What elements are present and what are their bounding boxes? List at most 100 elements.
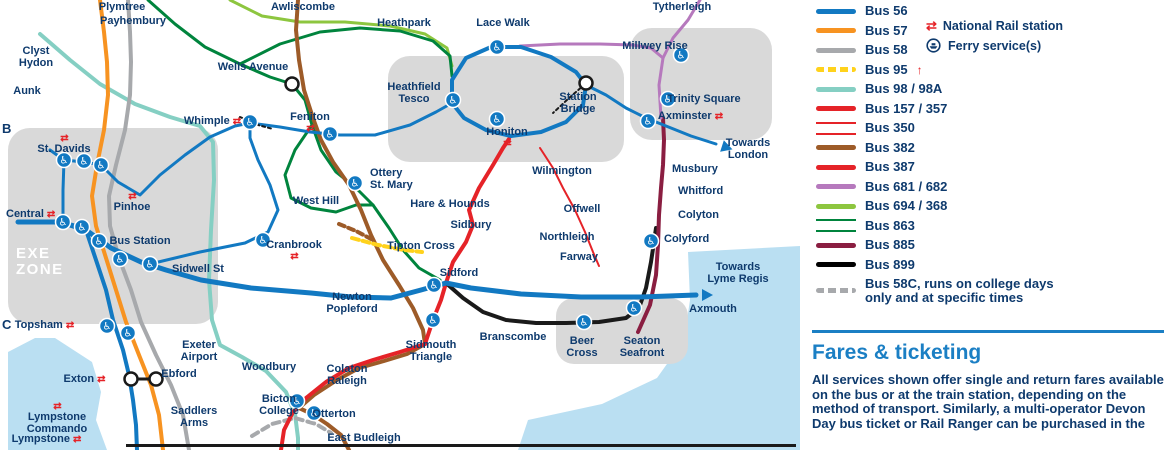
route-colour-swatch: [816, 184, 856, 189]
accessible-stop-icon: ♿: [90, 232, 108, 250]
svg-text:♿: ♿: [580, 318, 589, 329]
route-exeter-stdavids: [48, 148, 103, 167]
route-colour-swatch: [816, 28, 856, 33]
route-56-exmouth: [84, 228, 139, 450]
accessible-stop-icon: ♿: [642, 232, 660, 250]
route-863-main: [146, 0, 442, 282]
svg-text:♿: ♿: [493, 115, 502, 126]
svg-text:♿: ♿: [429, 316, 438, 327]
zone-exeter: [8, 128, 218, 324]
accessible-stop-icon: ♿: [98, 317, 116, 335]
map-key-panel: Bus 56 Bus 57 Bus 58 Bus 95 ↑ Bus 98 / 98A Bus…: [808, 0, 1170, 450]
national-rail-icon: ⇄: [926, 18, 937, 33]
route-58c: [250, 416, 333, 438]
accessible-stop-icon: ♿: [488, 38, 506, 56]
legend-item: Bus 382: [816, 139, 1054, 155]
fares-body: All services shown offer single and retu…: [812, 372, 1164, 431]
svg-text:♿: ♿: [644, 117, 653, 128]
legend-item: Bus 387: [816, 160, 1054, 174]
legend-label: Bus 382: [865, 139, 915, 155]
accessible-stop-icon: ♿: [575, 313, 593, 331]
accessible-stop-icon: ♿: [672, 46, 690, 64]
accessible-stop-icon: ♿: [119, 324, 137, 342]
legend-item: Bus 58: [816, 43, 1054, 57]
accessible-stop-icon: ♿: [92, 156, 110, 174]
legend-label: Bus 885: [865, 237, 915, 253]
zone-seaton: [556, 298, 688, 364]
legend-label: Bus 681 / 682: [865, 178, 948, 194]
water-lyme-bay: [518, 246, 800, 450]
legend-label: Bus 157 / 357: [865, 100, 948, 116]
ferry-label: Ferry service(s): [948, 38, 1042, 53]
route-colour-swatch: [816, 8, 856, 14]
accessible-stop-icon: ♿: [288, 392, 306, 410]
route-colour-swatch: [816, 106, 856, 111]
svg-text:♿: ♿: [246, 118, 255, 129]
route-colour-swatch: [816, 164, 856, 170]
svg-text:♿: ♿: [647, 237, 656, 248]
accessible-stop-icon: ♿: [659, 90, 677, 108]
svg-text:♿: ♿: [146, 260, 155, 271]
accessible-stop-icon: ♿: [444, 91, 462, 109]
accessible-stop-icon: ♿: [625, 299, 643, 317]
legend-item: Bus 694 / 368: [816, 199, 1054, 213]
legend-item: Bus 885: [816, 238, 1054, 252]
towards-arrow-icon: [720, 140, 733, 152]
interchange-icon: [148, 371, 164, 387]
svg-text:♿: ♿: [80, 157, 89, 168]
route-694-368: [228, 0, 454, 68]
svg-text:♿: ♿: [78, 223, 87, 234]
exe-zone-label: EXE ZONE: [16, 245, 64, 278]
route-56-main: [15, 219, 699, 301]
legend-item: Bus 95 ↑: [816, 61, 1054, 77]
route-387: [539, 147, 600, 267]
legend-label: Bus 58: [865, 42, 908, 58]
route-157-north: [423, 137, 511, 346]
route-colour-swatch: [816, 145, 856, 150]
grid-row-label-b: B: [2, 121, 12, 136]
route-681-vertical: [657, 0, 702, 120]
route-58: [107, 0, 191, 450]
legend-label: Bus 899: [865, 256, 915, 272]
route-colour-swatch: [816, 47, 856, 53]
legend-item: Bus 863: [816, 218, 1054, 233]
svg-text:♿: ♿: [97, 161, 106, 172]
legend-ferry-row: Ferry service(s): [926, 38, 1063, 53]
route-863-loop: [283, 123, 375, 214]
route-157-west: [279, 342, 427, 450]
national-rail-label: National Rail station: [942, 19, 1064, 33]
accessible-stop-icon: ♿: [254, 231, 272, 249]
legend-item: Bus 56: [816, 4, 1054, 18]
interchange-icon: [578, 75, 594, 91]
route-95: [350, 236, 424, 254]
legend-item: Bus 157 / 357: [816, 100, 1054, 116]
svg-text:♿: ♿: [310, 409, 319, 420]
svg-text:♿: ♿: [326, 130, 335, 141]
route-colour-swatch: [816, 242, 856, 248]
route-899: [444, 226, 658, 325]
legend-arrow-icon: ↑: [916, 62, 923, 77]
route-colour-swatch: [816, 203, 856, 209]
svg-text:♿: ♿: [259, 236, 268, 247]
interchange-icon: [123, 371, 139, 387]
water-exe-estuary: [8, 338, 107, 450]
accessible-stop-icon: ♿: [111, 250, 129, 268]
interchange-icon: [284, 76, 300, 92]
accessible-stop-icon: ♿: [55, 151, 73, 169]
legend-label: Bus 98 / 98A: [865, 81, 943, 97]
route-56-cranbrook: [148, 123, 280, 266]
svg-text:♿: ♿: [664, 95, 673, 106]
legend-item: Bus 98 / 98A: [816, 82, 1054, 96]
accessible-stop-icon: ♿: [321, 125, 339, 143]
legend-label: Bus 95: [865, 61, 908, 77]
map-svg: ♿♿♿♿♿♿♿♿♿♿♿♿♿♿♿♿♿♿♿♿♿♿♿♿♿♿♿: [8, 0, 800, 450]
icons-legend: ⇄ National Rail station Ferry service(s): [926, 18, 1063, 53]
route-382-dash: [337, 222, 375, 242]
legend-item: Bus 350: [816, 121, 1054, 135]
svg-text:♿: ♿: [677, 51, 686, 62]
accessible-stop-icon: ♿: [488, 110, 506, 128]
legend-label: Bus 57: [865, 22, 908, 38]
svg-text:♿: ♿: [493, 43, 502, 54]
ferry-icon: [926, 38, 941, 53]
